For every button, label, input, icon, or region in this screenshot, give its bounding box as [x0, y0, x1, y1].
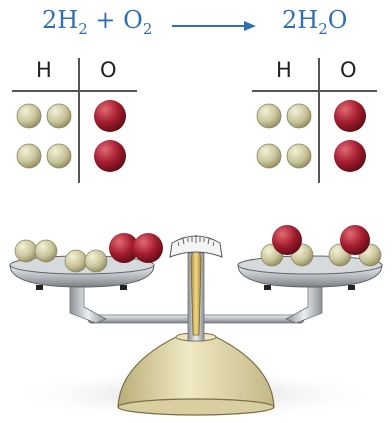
pan-foot	[348, 285, 355, 290]
oxygen-formula: O	[123, 6, 143, 34]
scale-pointer	[190, 234, 202, 336]
hydrogen-atom	[46, 103, 72, 129]
oxygen-subscript: 2	[142, 19, 153, 38]
dial-ticks	[177, 236, 215, 247]
product-formula: 2H2O	[282, 6, 347, 38]
scale-dial	[169, 235, 223, 258]
water-formula: 2H	[282, 6, 319, 34]
right-pan-support	[285, 282, 323, 324]
reactant-atoms	[16, 100, 126, 172]
tally-header-oxygen: O	[340, 58, 357, 82]
tally-header-hydrogen: H	[36, 58, 52, 82]
tally-header-hydrogen: H	[276, 58, 292, 82]
hydrogen-atom	[256, 103, 282, 129]
hydrogen-atom	[34, 239, 58, 263]
hydrogen-subscript: 2	[78, 19, 88, 38]
hydrogen-atom	[286, 143, 312, 169]
product-atoms	[256, 100, 366, 172]
hydrogen-atom	[286, 103, 312, 129]
oxygen-atom	[272, 225, 302, 255]
chemical-equation: 2H2 + O2 2H2O	[0, 2, 392, 46]
hydrogen-atom	[16, 103, 42, 129]
product-atom-tally: H O	[252, 58, 377, 183]
oxygen-atom	[133, 233, 163, 263]
pan-foot	[264, 285, 271, 290]
left-pan-support	[69, 282, 107, 324]
scale-base	[117, 336, 275, 408]
reactants-formula: 2H2 + O2	[42, 6, 152, 38]
hydrogen-atom	[256, 143, 282, 169]
plus-sign: +	[87, 6, 124, 34]
oxygen-atom	[340, 225, 370, 255]
reactant-atom-tally: H O	[12, 58, 137, 183]
balance-scale	[0, 195, 392, 423]
hydrogen-atom	[14, 239, 38, 263]
oxygen-atom	[94, 100, 126, 132]
tally-divider	[318, 58, 320, 183]
reaction-arrow-icon	[172, 21, 256, 31]
oxygen-atom	[94, 140, 126, 172]
hydrogen-atom	[84, 249, 108, 273]
water-oxygen: O	[327, 6, 348, 34]
hydrogen-atom	[16, 143, 42, 169]
scale-base-rim	[117, 398, 275, 416]
pan-foot	[36, 285, 43, 290]
hydrogen-formula: 2H	[42, 6, 79, 34]
water-subscript: 2	[318, 19, 328, 38]
tally-divider	[252, 90, 377, 92]
oxygen-atom	[334, 140, 366, 172]
pan-foot	[120, 285, 127, 290]
oxygen-atom	[334, 100, 366, 132]
balance-scale-illustration	[6, 225, 386, 421]
tally-divider	[78, 58, 80, 183]
hydrogen-atom	[46, 143, 72, 169]
tally-divider	[12, 90, 137, 92]
hydrogen-atom	[64, 249, 88, 273]
oxygen-atom	[109, 233, 139, 263]
tally-header-oxygen: O	[100, 58, 117, 82]
